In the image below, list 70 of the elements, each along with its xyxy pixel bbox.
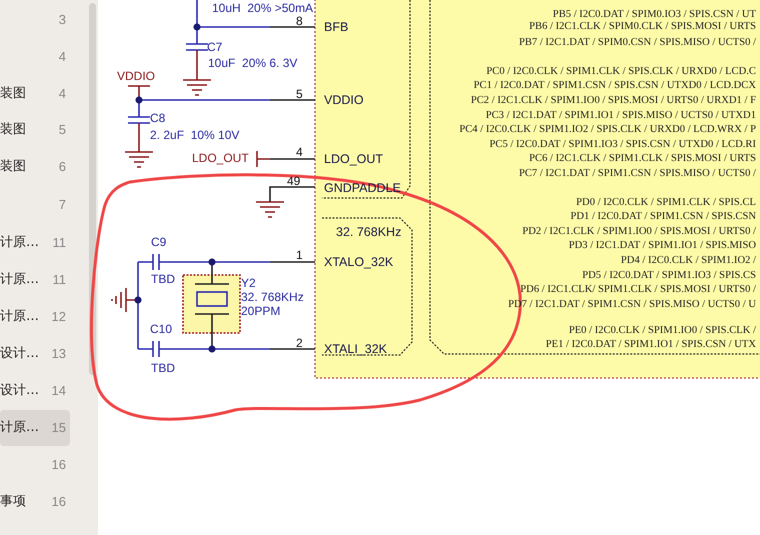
net-label: LDO_OUT [192, 151, 249, 165]
component-designator: Y2 [241, 276, 256, 290]
component-designator: C10 [150, 322, 172, 336]
pin-function-list: PD0 / I2C0.CLK / SPIM1.CLK / SPIS.CL [576, 197, 756, 209]
component-designator: C8 [150, 111, 166, 125]
page-number: 4 [58, 49, 66, 65]
outline-entry: 装图 [0, 86, 26, 102]
component-value: TBD [151, 361, 175, 375]
pin-function-list: PD3 / I2C1.DAT / SPIM1.IO1 / SPIS.MISO [568, 240, 756, 252]
pin-number: 5 [296, 87, 303, 101]
pin-function-list: PC7 / I2C1.DAT / SPIM1.CSN / SPIS.MISO / UCTS0 / [518, 168, 756, 180]
pin-function-list: PC2 / I2C1.CLK / SPIM1.IO0 / SPIS.MOSI / URTS0 / URXD1 / F [470, 95, 756, 107]
pin-function-list: PB5 / I2C0.DAT / SPIM0.IO3 / SPIS.CSN / UT [552, 9, 756, 21]
pin-name: VDDIO [324, 93, 364, 107]
component-value: 10uF 20% 6. 3V [208, 56, 298, 70]
page-number: 16 [50, 457, 66, 473]
pin-number: 4 [296, 145, 303, 159]
page-number: 4 [58, 86, 66, 102]
net-label: VDDIO [117, 69, 156, 83]
outline-entry: 计原… [0, 272, 39, 288]
outline-entry: 事项 [0, 494, 26, 510]
page-number: 13 [50, 346, 66, 362]
page-number: 3 [58, 12, 66, 28]
pin-function-list: PC3 / I2C1.DAT / SPIM1.IO1 / SPIS.MISO / UCTS0 / UTXD1 [486, 110, 756, 122]
pin-function-list: PC0 / I2C0.CLK / SPIM1.CLK / SPIS.CLK / URXD0 / LCD.C [486, 66, 756, 78]
pin-function-list: PC5 / I2C0.DAT / SPIM1.IO3 / SPIS.CSN / UTXD0 / LCD.RI [490, 139, 756, 151]
pin-function-list: PB6 / I2C1.CLK / SPIM0.CLK / SPIS.MOSI / URTS [529, 21, 756, 33]
pin-function-list: PB7 / I2C1.DAT / SPIM0.CSN / SPIS.MISO / UCTS0 / [518, 37, 756, 49]
pin-function-list: PC6 / I2C1.CLK / SPIM1.CLK / SPIS.MOSI / URTS [529, 153, 756, 165]
page-number: 15 [50, 420, 66, 436]
page-number: 7 [58, 197, 66, 213]
component-value: 2. 2uF 10% 10V [150, 128, 240, 142]
component-value: 32. 768KHz [241, 290, 304, 304]
outline-entry: 计原… [0, 235, 39, 251]
outline-entry: 计原… [0, 309, 39, 325]
component-designator: C7 [207, 40, 222, 54]
pin-function-list: PC4 / I2C0.CLK / SPIM1.IO2 / SPIS.CLK / URXD0 / LCD.WRX / P [459, 124, 756, 136]
outline-entry: 设计… [0, 346, 39, 362]
outline-entry: 设计… [0, 383, 39, 399]
pin-name: XTALI_32K [324, 342, 388, 356]
pin-function-list: PD6 / I2C1.CLK/ SPIM1.CLK / SPIS.MOSI / URTS0 / [520, 284, 756, 296]
component-value: 20PPM [241, 304, 280, 318]
page-number: 6 [58, 159, 66, 175]
page-number: 14 [50, 383, 66, 399]
outline-entry: 装图 [0, 122, 26, 138]
pin-function-list: PE0 / I2C0.CLK / SPIM1.IO0 / SPIS.CLK / [568, 325, 756, 337]
pin-name: 32. 768KHz [336, 225, 402, 239]
pin-name: BFB [324, 20, 348, 34]
pin-function-list: PD5 / I2C0.DAT / SPIM1.IO3 / SPIS.CS [582, 270, 756, 282]
page-number: 12 [50, 309, 66, 325]
component-designator: C9 [151, 235, 166, 249]
pin-function-list: PC1 / I2C0.DAT / SPIM1.CSN / SPIS.CSN / UTXD0 / LCD.DCX [474, 80, 756, 92]
pin-function-list: PD2 / I2C1.CLK / SPIM1.IO0 / SPIS.MOSI / URTS0 / [522, 226, 756, 238]
pin-function-list: PE1 / I2C0.DAT / SPIM1.IO1 / SPIS.CSN / UTX [546, 339, 756, 351]
outline-entry: 装图 [0, 159, 26, 175]
pin-name: XTALO_32K [324, 255, 394, 269]
pin-function-list: PD4 / I2C0.CLK / SPIM1.IO2 / [620, 255, 756, 267]
page-number: 11 [52, 272, 66, 288]
pin-number: 8 [296, 14, 303, 28]
component-value: TBD [151, 272, 175, 286]
page-number: 5 [58, 122, 66, 138]
pin-number: 1 [296, 248, 303, 262]
pin-number: 2 [296, 336, 303, 350]
outline-entry: 计原… [0, 420, 39, 436]
pin-number: 49 [287, 174, 300, 188]
component-value: 10uH 20% >50mA [212, 1, 314, 15]
pin-function-list: PD1 / I2C0.DAT / SPIM1.CSN / SPIS.CSN [570, 211, 756, 223]
pin-name: LDO_OUT [324, 152, 384, 166]
page-number: 16 [50, 494, 66, 510]
page-number: 11 [52, 235, 66, 251]
